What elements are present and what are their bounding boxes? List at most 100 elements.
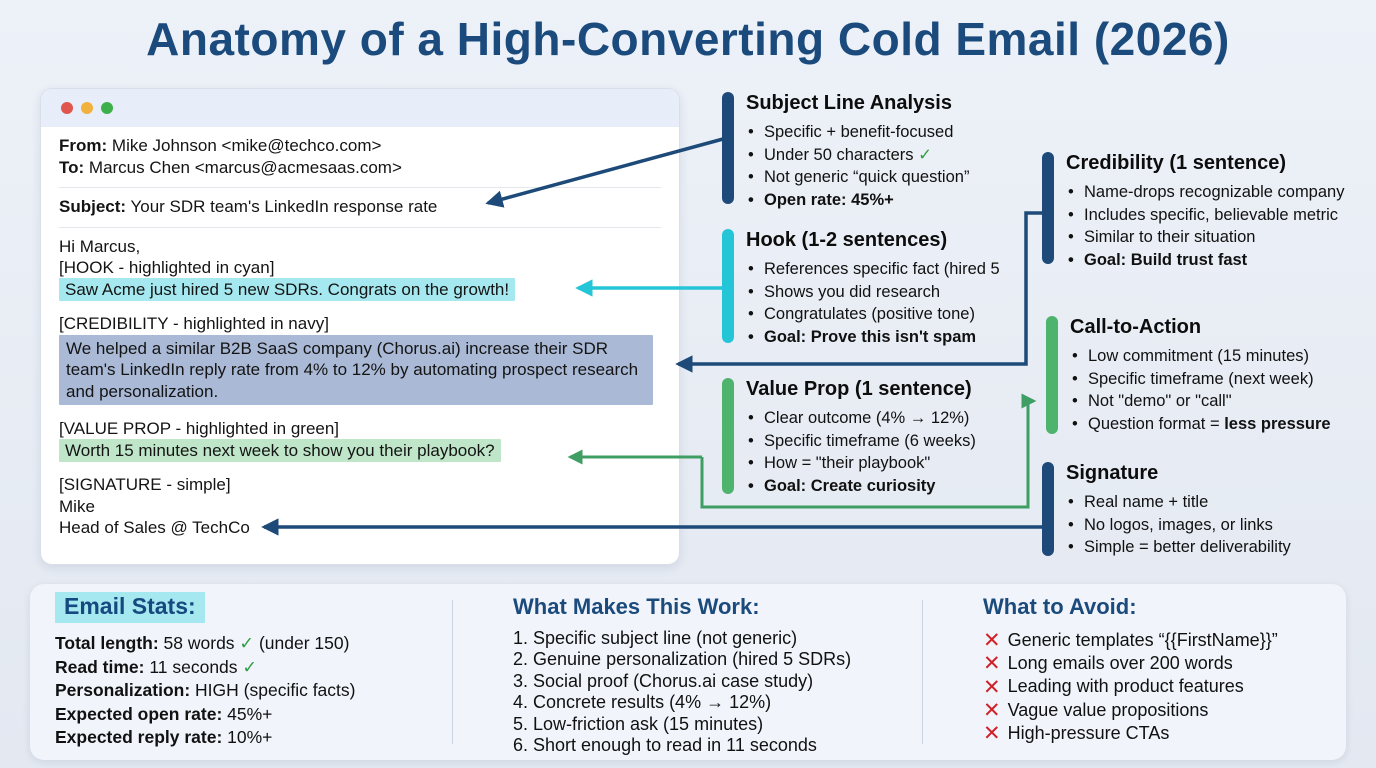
to-value: Marcus Chen <marcus@acmesaas.com> (88, 157, 402, 177)
stat-row: Personalization: HIGH (specific facts) (55, 680, 356, 700)
what-works-heading: What Makes This Work: (513, 594, 760, 619)
email-from-line: From: Mike Johnson <mike@techco.com> (59, 135, 661, 157)
credibility-text: We helped a similar B2B SaaS company (Ch… (59, 334, 653, 405)
stat-label: Expected reply rate: (55, 727, 223, 747)
callout-list: References specific fact (hired 5Shows y… (746, 258, 1000, 348)
hook-highlight-line: Saw Acme just hired 5 new SDRs. Congrats… (59, 277, 661, 301)
email-subject-line: Subject: Your SDR team's LinkedIn respon… (59, 196, 661, 218)
callout-bullet: Low commitment (15 minutes) (1070, 345, 1331, 368)
callout-bullet: References specific fact (hired 5 (746, 258, 1000, 281)
accent-bar (1042, 152, 1054, 264)
callout-bullet: Not "demo" or "call" (1070, 390, 1331, 413)
stat-row: Total length: 58 words ✓ (under 150) (55, 633, 350, 653)
cross-icon: ✕ (983, 698, 1001, 722)
callout-title: Value Prop (1 sentence) (746, 378, 972, 400)
callout-value-prop: Value Prop (1 sentence) Clear outcome (4%… (722, 378, 976, 497)
callout-signature: SignatureReal name + titleNo logos, imag… (1042, 462, 1291, 559)
hook-text: Saw Acme just hired 5 new SDRs. Congrats… (59, 277, 516, 301)
subject-value: Your SDR team's LinkedIn response rate (130, 197, 438, 216)
stat-label: Read time: (55, 656, 145, 677)
callout-bullet: Goal: Create curiosity (746, 475, 976, 498)
divider (59, 226, 661, 228)
hook-tag: [HOOK - highlighted in cyan] (59, 258, 275, 277)
stat-label: Total length: (55, 633, 159, 653)
callout-subject-line: Subject Line AnalysisSpecific + benefit-… (722, 92, 969, 211)
window-titlebar (41, 89, 679, 127)
cross-icon: ✕ (983, 721, 1001, 745)
cross-icon: ✕ (983, 675, 1001, 699)
callout-bullet: Question format = less pressure (1070, 413, 1331, 436)
what-works-item: 1. Specific subject line (not generic) (513, 628, 798, 648)
callout-bullet: No logos, images, or links (1066, 514, 1291, 537)
callout-bullet: Similar to their situation (1066, 226, 1344, 249)
page-title: Anatomy of a High-Converting Cold Email … (146, 13, 1230, 65)
signature-name: Mike (59, 496, 95, 516)
callout-title: Hook (1-2 sentences) (746, 229, 948, 251)
callout-credibility: Credibility (1 sentence) Name-drops recog… (1042, 152, 1344, 271)
callout-list: Specific + benefit-focusedUnder 50 chara… (746, 121, 969, 211)
value-highlight-line: Worth 15 minutes next week to show you t… (59, 438, 661, 462)
accent-bar (1046, 316, 1058, 434)
stat-label: Expected open rate: (55, 703, 223, 724)
callout-bullet: Under 50 characters ✓ (746, 144, 969, 167)
callout-title: Credibility (1 sentence) (1066, 152, 1287, 174)
value-tag: [VALUE PROP - highlighted in green] (59, 419, 340, 438)
callout-title: Signature (1066, 462, 1159, 484)
callout-list: Name-drops recognizable companyIncludes … (1066, 181, 1344, 271)
email-to-line: To: Marcus Chen <marcus@acmesaas.com> (59, 157, 661, 179)
callout-bullet: Specific timeframe (next week) (1070, 368, 1331, 391)
email-stats-heading: Email Stats: (55, 592, 205, 623)
callout-bullet: Specific + benefit-focused (746, 121, 969, 144)
callout-title: Call-to-Action (1070, 316, 1202, 338)
what-avoid-section: What to Avoid: ✕Generic templates “{{Fir… (983, 594, 1278, 745)
callout-bullet: Real name + title (1066, 491, 1291, 514)
email-greeting: Hi Marcus, (59, 236, 141, 256)
callout-bullet: Clear outcome (4% → 12%) (746, 407, 976, 430)
check-icon: ✓ (242, 656, 258, 677)
accent-bar (722, 92, 734, 204)
divider (59, 187, 661, 188)
bold-text: less pressure (1224, 414, 1331, 433)
what-avoid-item: ✕Long emails over 200 words (983, 652, 1233, 676)
callout-bullet: Name-drops recognizable company (1066, 181, 1344, 204)
traffic-light-yellow-icon (81, 102, 93, 114)
callout-list: Low commitment (15 minutes)Specific time… (1070, 345, 1331, 435)
signature-tag: [SIGNATURE - simple] (59, 475, 231, 494)
column-divider (922, 600, 923, 744)
accent-bar (1042, 462, 1054, 556)
what-works-list: 1. Specific subject line (not generic)2.… (513, 628, 851, 756)
credibility-tag: [CREDIBILITY - highlighted in navy] (59, 314, 329, 333)
what-avoid-item: ✕Vague value propositions (983, 698, 1209, 722)
stat-row: Read time: 11 seconds ✓ (55, 656, 258, 677)
check-icon: ✓ (239, 633, 255, 653)
callout-list: Real name + titleNo logos, images, or li… (1066, 491, 1291, 559)
what-works-item: 2. Genuine personalization (hired 5 SDRs… (513, 649, 852, 670)
accent-bar (722, 229, 734, 343)
stat-label: Personalization: (55, 680, 191, 700)
traffic-light-red-icon (61, 102, 73, 114)
traffic-light-green-icon (101, 102, 113, 114)
email-stats-list: Total length: 58 words ✓ (under 150) Read… (55, 632, 355, 750)
email-stats-section: Email Stats: Total length: 58 words ✓ (u… (55, 592, 355, 750)
stat-row: Expected open rate: 45%+ (55, 703, 273, 724)
email-window: From: Mike Johnson <mike@techco.com> To:… (40, 88, 680, 565)
callout-hook: Hook (1-2 sentences) References specific … (722, 229, 1000, 348)
value-text: Worth 15 minutes next week to show you t… (59, 438, 501, 462)
callout-bullet: Goal: Build trust fast (1066, 249, 1344, 272)
what-avoid-heading: What to Avoid: (983, 594, 1137, 619)
callout-bullet: Simple = better deliverability (1066, 536, 1291, 559)
callout-bullet: Specific timeframe (6 weeks) (746, 430, 976, 453)
cross-icon: ✕ (983, 652, 1001, 676)
check-icon: ✓ (913, 145, 932, 164)
what-works-item: 5. Low-friction ask (15 minutes) (513, 713, 764, 734)
what-avoid-item: ✕Generic templates “{{FirstName}}” (983, 629, 1278, 653)
callout-bullet: How = "their playbook" (746, 452, 976, 475)
what-works-item: 4. Concrete results (4% → 12%) (513, 692, 772, 713)
what-works-item: 3. Social proof (Chorus.ai case study) (513, 670, 814, 691)
accent-bar (722, 378, 734, 494)
from-label: From: (59, 136, 108, 155)
callout-cta: Call-to-ActionLow commitment (15 minutes… (1046, 316, 1331, 435)
cross-icon: ✕ (983, 629, 1001, 653)
stat-row: Expected reply rate: 10%+ (55, 727, 273, 747)
callout-bullet: Open rate: 45%+ (746, 189, 969, 212)
